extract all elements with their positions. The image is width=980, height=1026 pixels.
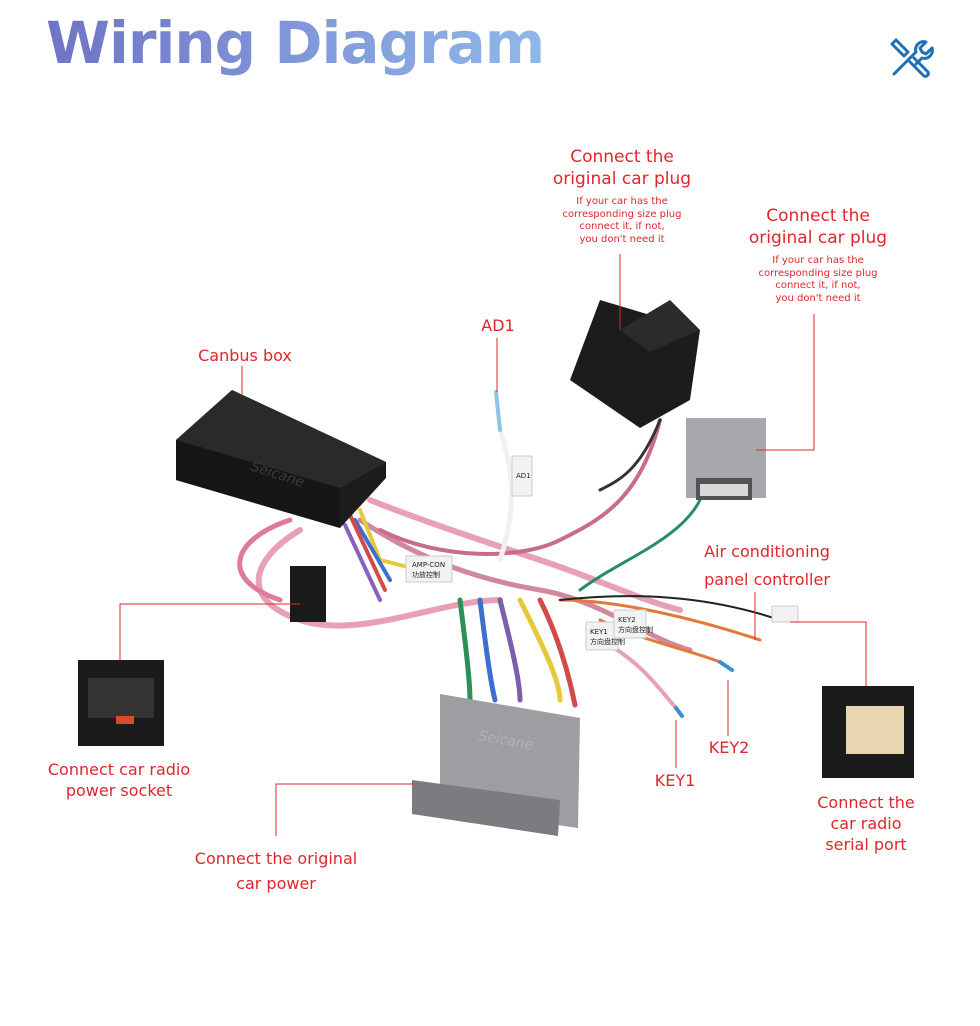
page-title: Wiring Diagram <box>46 9 545 77</box>
svg-text:KEY1: KEY1 <box>590 628 608 636</box>
label-aircon: Air conditioning panel controller <box>704 542 830 589</box>
label-key2: KEY2 <box>708 738 750 757</box>
top-plug <box>570 300 700 428</box>
wire-tags: AMP-CON 功放控制 AD1 KEY1 方向盘控制 KEY2 方向盘控制 <box>405 455 799 651</box>
label-ad1: AD1 <box>481 316 515 335</box>
svg-text:方向盘控制: 方向盘控制 <box>590 637 625 646</box>
small-plug <box>290 566 326 622</box>
grey-plug-right <box>686 418 766 500</box>
label-serial-port: Connect the car radio serial port <box>817 793 915 854</box>
label-canbus-box: Canbus box <box>198 346 292 365</box>
wire-harness <box>237 390 781 718</box>
label-plug1-title: Connect the original car plug <box>552 147 692 190</box>
label-radio-power: Connect car radio power socket <box>47 760 191 800</box>
svg-text:AD1: AD1 <box>516 472 531 480</box>
label-key1: KEY1 <box>654 771 696 790</box>
radio-power-socket-photo <box>78 660 164 746</box>
svg-text:KEY2: KEY2 <box>618 616 636 624</box>
grey-plug-bottom: Seicane <box>412 694 580 836</box>
svg-text:AMP-CON: AMP-CON <box>412 561 445 569</box>
label-plug2-note: If your car has the corresponding size p… <box>758 255 878 304</box>
leader-lines <box>119 254 867 836</box>
label-plug2-title: Connect the original car plug <box>748 206 888 249</box>
tools-icon <box>890 38 934 78</box>
label-car-power: Connect the original car power <box>194 849 358 893</box>
svg-text:方向盘控制: 方向盘控制 <box>618 625 653 634</box>
label-plug1-note: If your car has the corresponding size p… <box>562 196 682 245</box>
serial-port-photo <box>822 686 914 778</box>
canbus-box: Seicane <box>176 390 386 528</box>
svg-text:功放控制: 功放控制 <box>412 570 440 579</box>
